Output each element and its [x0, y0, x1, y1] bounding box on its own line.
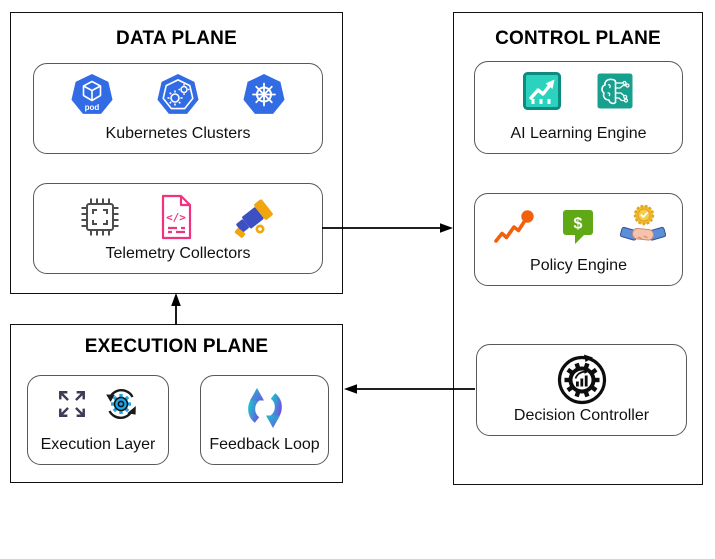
- decision-controller-node: Decision Controller: [476, 344, 687, 436]
- execution-layer-label: Execution Layer: [40, 436, 156, 454]
- ai-brain-icon: [597, 73, 633, 109]
- ai-learning-engine-node: AI Learning Engine: [474, 61, 683, 154]
- trend-up-icon: [493, 210, 534, 243]
- data-plane: DATA PLANE pod: [10, 12, 343, 294]
- decision-controller-label: Decision Controller: [513, 407, 650, 425]
- telemetry-icons: </>: [78, 193, 278, 241]
- control-plane: CONTROL PLANE: [453, 12, 703, 485]
- k8s-helm-icon: [243, 74, 285, 114]
- arrow-telemetry-to-control: [322, 223, 453, 233]
- kubernetes-icons: pod: [70, 73, 286, 117]
- svg-text:</>: </>: [166, 211, 186, 224]
- feedback-loop-label: Feedback Loop: [209, 436, 320, 454]
- arrow-decision-to-execution: [344, 384, 475, 394]
- telemetry-collectors-label: Telemetry Collectors: [105, 245, 251, 263]
- data-plane-title: DATA PLANE: [116, 28, 237, 49]
- cycle-arrows-icon: [247, 388, 282, 428]
- ai-learning-engine-label: AI Learning Engine: [510, 125, 647, 143]
- control-plane-title: CONTROL PLANE: [495, 28, 661, 49]
- k8s-pod-icon: pod: [71, 74, 113, 114]
- policy-engine-label: Policy Engine: [530, 257, 627, 275]
- feedback-loop-icons: [242, 385, 288, 431]
- svg-text:$: $: [573, 216, 582, 233]
- dollar-chat-icon: $: [562, 210, 593, 244]
- chip-icon: [81, 198, 119, 236]
- execution-plane-title: EXECUTION PLANE: [84, 336, 269, 357]
- kubernetes-clusters-node: pod: [33, 63, 323, 154]
- k8s-gears-icon: [157, 74, 199, 114]
- handshake-award-icon: [619, 204, 666, 241]
- decision-gear-icon: [557, 354, 606, 405]
- policy-engine-node: $ Policy Engine: [474, 193, 683, 286]
- code-file-icon: </>: [161, 194, 192, 240]
- analytics-chart-icon: [523, 72, 561, 110]
- ai-engine-icons: [522, 71, 635, 111]
- policy-engine-icons: $: [492, 203, 666, 249]
- execution-plane: EXECUTION PLANE: [10, 324, 343, 483]
- execution-layer-node: Execution Layer: [27, 375, 169, 465]
- sync-gear-icon: [106, 388, 136, 420]
- telescope-icon: [234, 199, 273, 238]
- execution-layer-icons: [56, 385, 140, 423]
- expand-arrows-icon: [59, 391, 85, 417]
- telemetry-collectors-node: </> Telemetry Collectors: [33, 183, 323, 274]
- svg-text:pod: pod: [85, 103, 100, 112]
- decision-controller-icons: [556, 354, 608, 406]
- kubernetes-clusters-label: Kubernetes Clusters: [105, 125, 251, 143]
- arrow-execution-to-data: [171, 293, 181, 325]
- feedback-loop-node: Feedback Loop: [200, 375, 329, 465]
